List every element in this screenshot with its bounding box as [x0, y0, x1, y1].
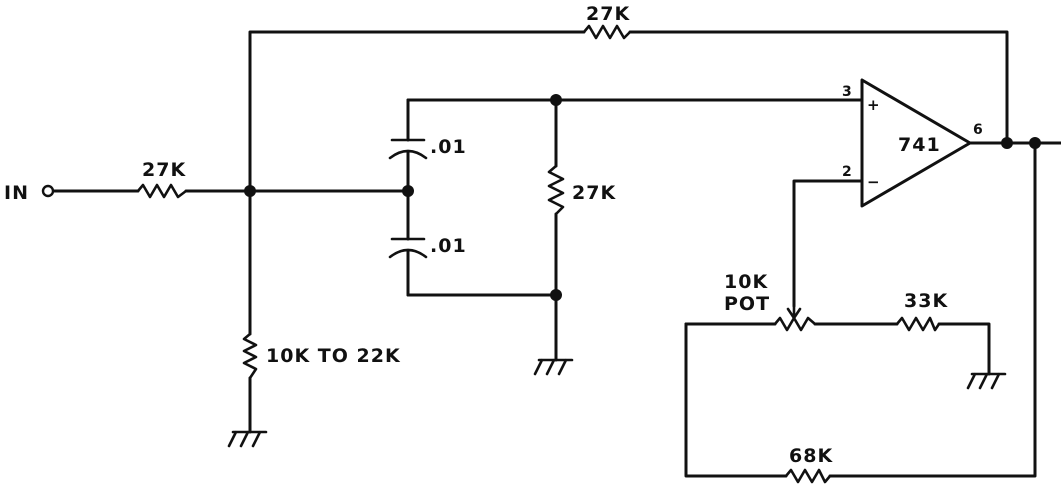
label-pot-value: 10K: [724, 271, 768, 293]
junction-dot-icon: [244, 185, 256, 197]
resistor-icon: [547, 164, 565, 216]
op-amp-triangle-icon: [860, 78, 972, 208]
pot-track: [773, 316, 817, 332]
label-r-ground: 10K TO 22K: [266, 345, 401, 367]
label-r-input: 27K: [142, 159, 186, 181]
pot-wiper-arrow: [786, 304, 802, 320]
pin-noninverting-label: 3: [842, 84, 852, 100]
wire-loop-left: [684, 322, 788, 478]
wires: [52, 30, 1061, 478]
capacitors: [388, 138, 428, 259]
wire-loop-right: [828, 141, 1037, 478]
wire-inverting: [792, 179, 864, 308]
resistor-icon: [136, 183, 188, 199]
junction-dot-icon: [402, 185, 414, 197]
input-terminal-icon[interactable]: [41, 184, 55, 198]
input-label: IN: [4, 182, 29, 204]
resistor-icon: [582, 24, 632, 40]
ground-icon: [227, 430, 268, 448]
ground-icon: [966, 372, 1007, 390]
resistor-icon: [784, 468, 832, 484]
wire-left-vertical-up: [248, 30, 586, 193]
label-r-pot-right: 33K: [904, 290, 948, 312]
wire-top-feedback-right: [628, 30, 1009, 145]
junction-dot-icon: [1029, 137, 1041, 149]
labels: IN 27K 27K 27K 10K TO 22K .01 .01 10K PO…: [4, 3, 983, 467]
junction-dot-icon: [1001, 137, 1013, 149]
resistors: [136, 24, 941, 484]
label-pot-type: POT: [724, 293, 770, 315]
junction-dot-icon: [550, 289, 562, 301]
junctions: [244, 94, 1041, 301]
minus-sign: −: [867, 173, 880, 191]
pin-inverting-label: 2: [842, 164, 852, 180]
wire-33k-to-ground: [937, 322, 991, 376]
label-c-lower: .01: [430, 235, 467, 257]
op-amp-part-label: 741: [898, 134, 941, 156]
op-amp-body: [860, 78, 972, 208]
label-r-loop-bottom: 68K: [789, 445, 833, 467]
label-r-shunt: 27K: [572, 182, 616, 204]
resistor-icon: [242, 332, 258, 380]
plus-sign: +: [867, 96, 880, 114]
label-c-upper: .01: [430, 136, 467, 158]
potentiometer-icon: [773, 304, 817, 332]
pin-output-label: 6: [973, 122, 983, 138]
capacitor-icon: [388, 237, 428, 259]
capacitor-icon: [388, 138, 428, 160]
resistor-icon: [895, 316, 941, 332]
ground-icon: [533, 358, 574, 376]
junction-dot-icon: [550, 94, 562, 106]
label-r-feedback: 27K: [586, 3, 630, 25]
